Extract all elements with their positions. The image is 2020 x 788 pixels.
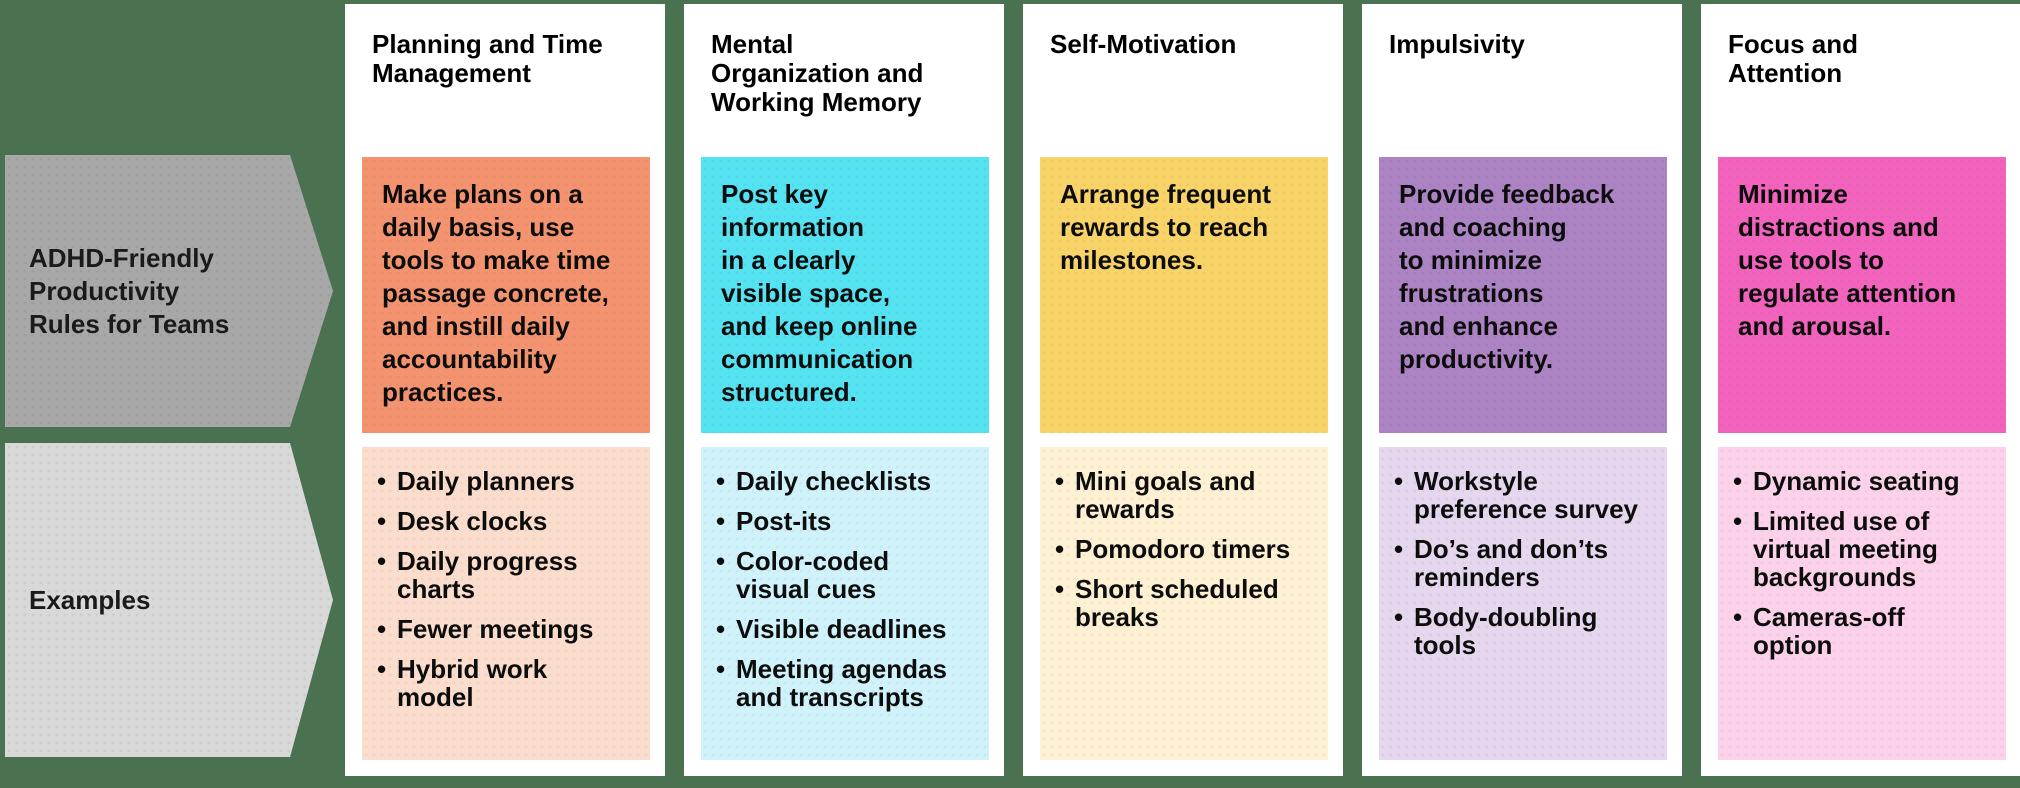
column-title: Impulsivity (1389, 29, 1525, 59)
example-item: Daily checklists (716, 467, 979, 495)
examples-box: Mini goals and rewards Pomodoro timers S… (1040, 447, 1328, 760)
example-item: Desk clocks (377, 507, 640, 535)
example-item: Dynamic seating (1733, 467, 1996, 495)
example-item: Fewer meetings (377, 615, 640, 643)
column-self-motivation: Self-Motivation Arrange frequent rewards… (1023, 4, 1343, 776)
examples-box: Daily checklists Post-its Color-coded vi… (701, 447, 989, 760)
example-item: Meeting agendas and transcripts (716, 655, 979, 711)
column-focus-attention: Focus and Attention Minimize distraction… (1701, 4, 2020, 776)
column-title: Planning and Time Management (372, 29, 603, 88)
rule-box: Post key information in a clearly visibl… (701, 157, 989, 433)
example-item: Daily progress charts (377, 547, 640, 603)
row-label-rules-arrow: ADHD-Friendly Productivity Rules for Tea… (5, 155, 333, 427)
column-title: Focus and Attention (1728, 29, 1859, 88)
example-item: Body-doubling tools (1394, 603, 1657, 659)
rule-box: Provide feedback and coaching to minimiz… (1379, 157, 1667, 433)
example-item: Color-coded visual cues (716, 547, 979, 603)
example-item: Workstyle preference survey (1394, 467, 1657, 523)
column-mental-organization: Mental Organization and Working Memory P… (684, 4, 1004, 776)
example-item: Hybrid work model (377, 655, 640, 711)
example-item: Post-its (716, 507, 979, 535)
example-item: Do’s and don’ts reminders (1394, 535, 1657, 591)
examples-box: Dynamic seating Limited use of virtual m… (1718, 447, 2006, 760)
rule-box: Arrange frequent rewards to reach milest… (1040, 157, 1328, 433)
example-item: Visible deadlines (716, 615, 979, 643)
example-item: Cameras-off option (1733, 603, 1996, 659)
example-item: Short scheduled breaks (1055, 575, 1318, 631)
column-title: Mental Organization and Working Memory (711, 29, 924, 117)
rule-box: Minimize distractions and use tools to r… (1718, 157, 2006, 433)
examples-box: Daily planners Desk clocks Daily progres… (362, 447, 650, 760)
example-item: Mini goals and rewards (1055, 467, 1318, 523)
row-label-examples-text: Examples (29, 584, 151, 615)
example-item: Limited use of virtual meeting backgroun… (1733, 507, 1996, 591)
example-item: Daily planners (377, 467, 640, 495)
rule-box: Make plans on a daily basis, use tools t… (362, 157, 650, 433)
row-label-examples-arrow: Examples (5, 443, 333, 757)
column-impulsivity: Impulsivity Provide feedback and coachin… (1362, 4, 1682, 776)
column-title: Self-Motivation (1050, 29, 1237, 59)
examples-box: Workstyle preference survey Do’s and don… (1379, 447, 1667, 760)
example-item: Pomodoro timers (1055, 535, 1318, 563)
row-label-rules-text: ADHD-Friendly Productivity Rules for Tea… (29, 242, 230, 339)
column-planning-time-management: Planning and Time Management Make plans … (345, 4, 665, 776)
